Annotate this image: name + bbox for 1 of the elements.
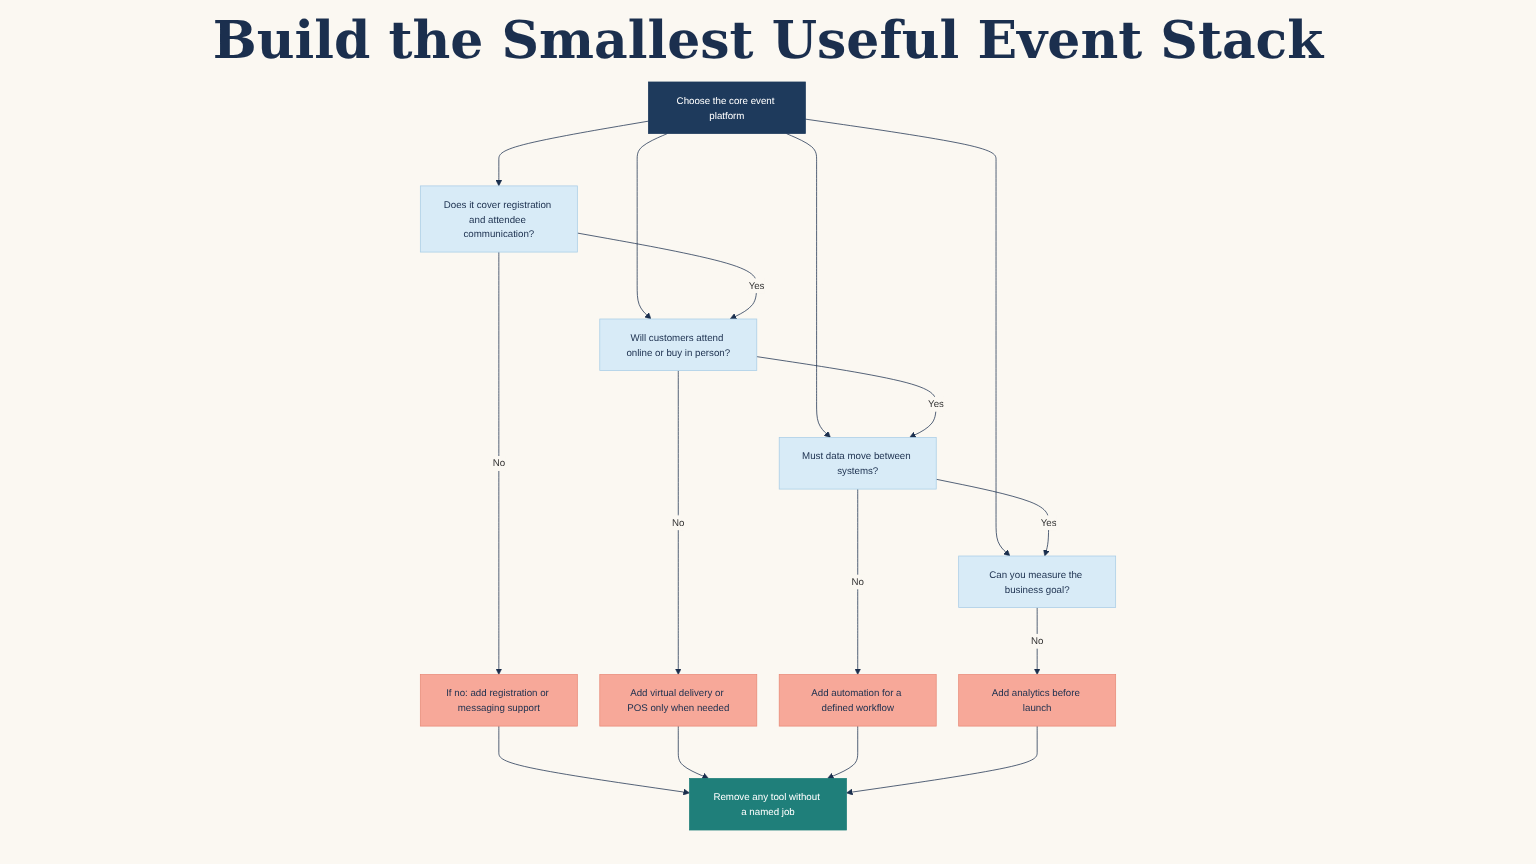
diagram-title: Build the Smallest Useful Event Stack — [210, 12, 1327, 72]
